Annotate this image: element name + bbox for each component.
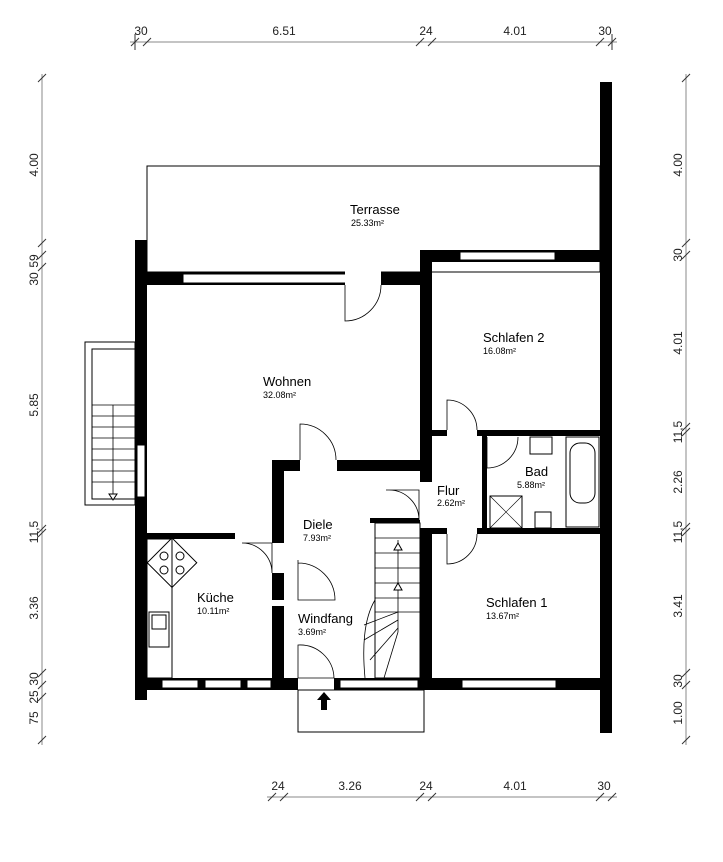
entrance <box>297 689 425 733</box>
room-labels: Terrasse 25.33m² Wohnen 32.08m² Schlafen… <box>197 202 548 637</box>
room-name-kueche: Küche <box>197 590 234 605</box>
dim-label: 25 <box>27 690 41 704</box>
dim-label: 4.01 <box>503 779 527 793</box>
dimension-right: 4.00 30 4.01 11,5 2.26 11,5 3.41 30 1.00 <box>671 73 691 745</box>
room-area-schlafen-2: 16.08m² <box>483 346 516 356</box>
dim-label: 11,5 <box>671 520 685 543</box>
room-area-bad: 5.88m² <box>517 480 545 490</box>
room-name-schlafen-1: Schlafen 1 <box>486 595 547 610</box>
room-area-kueche: 10.11m² <box>197 606 229 616</box>
dim-label: 4.01 <box>503 24 527 38</box>
room-name-flur: Flur <box>437 483 460 498</box>
dim-label: 30 <box>671 674 685 688</box>
room-area-windfang: 3.69m² <box>298 627 326 637</box>
room-area-flur: 2.62m² <box>437 498 465 508</box>
room-name-wohnen: Wohnen <box>263 374 311 389</box>
dim-label: 11,5 <box>27 520 41 543</box>
door-openings <box>271 271 477 691</box>
bathroom-fixtures <box>489 436 600 529</box>
dim-label: 3.36 <box>27 596 41 620</box>
dim-label: 3.41 <box>671 594 685 618</box>
dim-label: 59 <box>27 254 41 268</box>
dim-label: 24 <box>419 779 433 793</box>
walls <box>135 82 612 733</box>
exterior-stair <box>84 341 136 506</box>
dim-label: 24 <box>419 24 433 38</box>
dim-label: 4.00 <box>671 153 685 177</box>
interior-staircase <box>363 522 421 679</box>
dim-label: 3.26 <box>338 779 362 793</box>
dim-label: 4.01 <box>671 331 685 355</box>
room-area-schlafen-1: 13.67m² <box>486 611 519 621</box>
dim-label: 6.51 <box>272 24 296 38</box>
dim-label: 1.00 <box>671 701 685 725</box>
room-area-terrasse: 25.33m² <box>351 218 384 228</box>
dim-label: 30 <box>27 272 41 286</box>
dim-label: 30 <box>597 779 611 793</box>
room-name-terrasse: Terrasse <box>350 202 400 217</box>
dimension-left: 4.00 30 59 5.85 11,5 3.36 30 25 75 <box>27 73 47 745</box>
dim-label: 30 <box>671 248 685 262</box>
room-name-windfang: Windfang <box>298 611 353 626</box>
dimension-top: 30 6.51 24 4.01 30 <box>130 24 617 50</box>
room-name-bad: Bad <box>525 464 548 479</box>
dim-label: 2.26 <box>671 470 685 494</box>
room-area-wohnen: 32.08m² <box>263 390 296 400</box>
door-swings <box>241 284 519 679</box>
dim-label: 4.00 <box>27 153 41 177</box>
dim-label: 30 <box>598 24 612 38</box>
dim-label: 24 <box>271 779 285 793</box>
dimension-bottom: 24 3.26 24 4.01 30 <box>267 779 617 802</box>
dim-label: 5.85 <box>27 393 41 417</box>
dim-label: 75 <box>27 711 41 725</box>
dim-label: 11,5 <box>671 420 685 443</box>
dim-label: 30 <box>27 672 41 686</box>
room-name-schlafen-2: Schlafen 2 <box>483 330 544 345</box>
room-name-diele: Diele <box>303 517 333 532</box>
room-area-diele: 7.93m² <box>303 533 331 543</box>
dim-label: 30 <box>134 24 148 38</box>
kitchen-fixtures <box>146 537 198 679</box>
